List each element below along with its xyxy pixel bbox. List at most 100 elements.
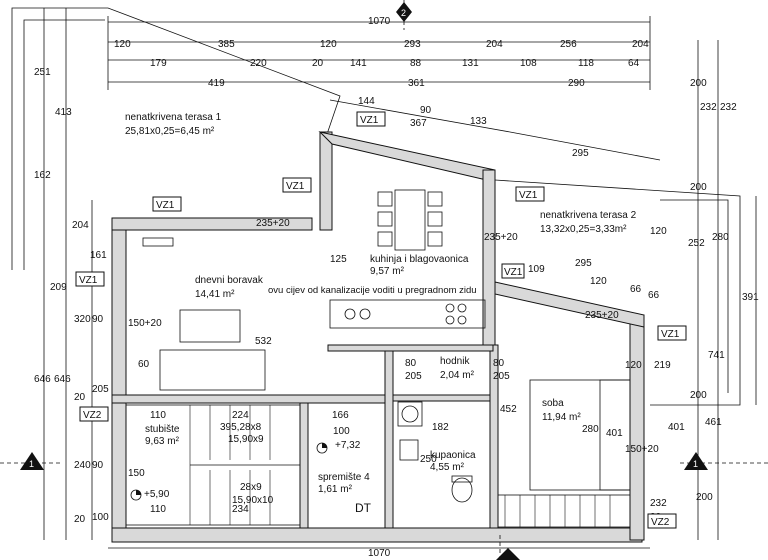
dt-label: DT [355,501,372,515]
dim-label: 452 [500,404,517,415]
hallway-name: hodnik [440,356,470,367]
stairwell-area: 9,63 m² [145,436,180,447]
section-marker-bottom [496,535,520,560]
kitchen-counter [329,299,486,329]
storage-area: 1,61 m² [318,484,353,495]
bedroom-area: 11,94 m² [542,412,581,423]
dim-label: 646 [34,374,51,385]
bathroom-area: 4,55 m² [430,462,465,473]
dim-label: 320 [74,314,91,325]
dim-label: 20 [74,514,86,525]
section-number: 2 [401,8,406,18]
level-markers [130,442,328,501]
dim-label: 532 [255,336,272,347]
dim-label: 133 [470,116,487,127]
dim-label: 66 [648,290,660,301]
dim-label: 232 [650,498,667,509]
wardrobe [497,494,631,528]
dim-label: 108 [520,58,537,69]
dim-label: 90 [92,460,104,471]
dim-label: 90 [420,105,432,116]
dim-label: 367 [410,118,427,129]
dim-label: 205 [405,371,422,382]
terrace-1-area: 25,81x0,25=6,45 m² [125,126,215,137]
dim-label: 150 [128,468,145,479]
dim-top-row4: 144 90 367 133 295 [358,96,589,159]
vz1-tag: VZ1 [79,275,98,286]
section-marker-right: 1 [680,452,768,470]
dim-label: 150+20 [128,318,162,329]
dim-label: 100 [333,426,350,437]
dim-label: 120 [625,360,642,371]
dim-label: 219 [654,360,671,371]
right-dimensions: 200 232 232 200 280 252 391 120 66 219 7… [648,40,759,540]
kitchen-name: kuhinja i blagovaonica [370,254,469,265]
vz1-tag: VZ1 [360,115,379,126]
dim-label: 741 [708,350,725,361]
dim-label: 250 [420,454,437,465]
dim-label: 251 [34,67,51,78]
dim-label: 200 [696,492,713,503]
dim-label: 120 [320,39,337,50]
kitchen-area: 9,57 m² [370,266,405,277]
dim-label: 80 [493,358,505,369]
dim-label: 235+20 [256,218,290,229]
drain-note: ovu cijev od kanalizacije voditi u pregr… [268,285,477,296]
dim-label: 204 [632,39,649,50]
dim-bottom-total: 1070 [368,548,391,559]
bathroom-fixtures [397,401,473,503]
terrace-1-outline [11,7,341,270]
living-room-name: dnevni boravak [195,275,264,286]
dim-label: 162 [34,170,51,181]
dim-label: 293 [404,39,421,50]
dim-label: 118 [578,58,594,69]
dim-label: 150+20 [625,444,659,455]
dim-label: 224 [232,410,249,421]
section-marker-left: 1 [0,452,60,470]
dim-label: 120 [114,39,131,50]
dim-label: 252 [688,238,705,249]
dim-label: 240 [74,460,91,471]
dim-label: 15,90x10 [232,495,274,506]
dim-label: 646 [54,374,71,385]
vz1-tag: VZ1 [519,190,538,201]
room-labels: nenatkrivena terasa 1 25,81x0,25=6,45 m²… [125,112,637,515]
dim-label: 280 [712,232,729,243]
dim-label: 120 [650,226,667,237]
section-marker-top: 2 [396,0,412,30]
dim-label: 419 [208,78,225,89]
dim-top-row2: 179 220 20 141 88 131 108 118 64 [150,58,640,69]
hallway-area: 2,04 m² [440,370,475,381]
dim-label: 401 [606,428,623,439]
dim-label: 166 [332,410,349,421]
dim-label: 209 [50,282,67,293]
terrace-2-outline [494,179,741,406]
living-furniture [142,237,266,391]
dim-label: 401 [668,422,685,433]
dim-label: 100 [92,512,109,523]
dim-label: 144 [358,96,375,107]
bathroom-name: kupaonica [430,450,476,461]
dim-label: 256 [560,39,577,50]
inner-dimensions: 532 60 110 224 395,28x8 15,90x9 166 100 … [138,218,659,515]
dim-label: 88 [410,58,422,69]
dim-label: 15,90x9 [228,434,264,445]
dim-label: 28x9 [240,482,262,493]
dim-label: 161 [90,250,107,261]
dim-label: 204 [486,39,503,50]
dim-label: 280 [582,424,599,435]
stairs [125,404,301,526]
vz1-tag: VZ1 [286,181,305,192]
dim-label: 120 [590,276,607,287]
vz2-tag: VZ2 [83,410,102,421]
dim-label: 66 [630,284,642,295]
terrace-1-name: nenatkrivena terasa 1 [125,112,222,123]
dim-label: 109 [528,264,545,275]
dim-label: 395,28x8 [220,422,262,433]
dim-label: +7,32 [335,440,361,451]
dim-label: 131 [462,58,479,69]
dim-label: 232 [700,102,717,113]
dining-table [377,189,443,251]
dim-label: 290 [568,78,585,89]
vz1-tag: VZ1 [661,329,680,340]
